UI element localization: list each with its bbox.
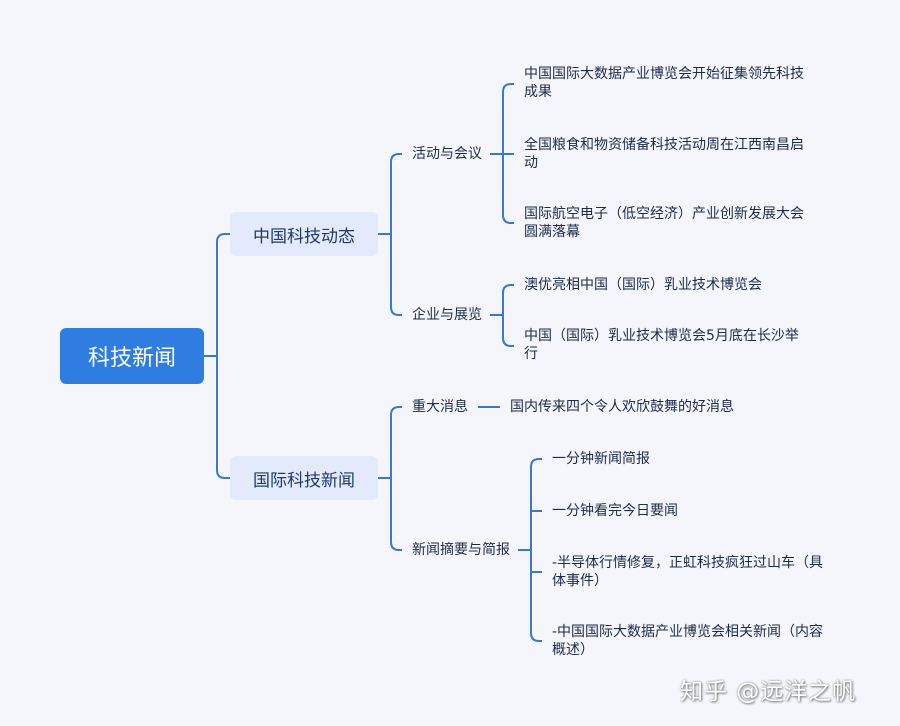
sub-activities-meetings[interactable]: 活动与会议: [412, 146, 482, 162]
sub-major-news[interactable]: 重大消息: [412, 399, 468, 415]
leaf-node[interactable]: 一分钟新闻简报: [552, 451, 650, 467]
branch-china-tech[interactable]: 中国科技动态: [230, 212, 378, 256]
connector-line: [216, 233, 230, 479]
connector-line: [502, 284, 514, 347]
connector-line: [390, 406, 402, 551]
leaf-node[interactable]: 国际航空电子（低空经济）产业创新发展大会圆满落幕: [524, 206, 804, 240]
root-node[interactable]: 科技新闻: [60, 328, 204, 384]
leaf-node[interactable]: 一分钟看完今日要闻: [552, 503, 678, 519]
leaf-node[interactable]: -半导体行情修复，正虹科技疯狂过山车（具体事件）: [552, 555, 824, 589]
watermark: 知乎 @远洋之帆: [680, 679, 857, 705]
sub-enterprise-exhibitions[interactable]: 企业与展览: [412, 307, 482, 323]
branch-intl-tech[interactable]: 国际科技新闻: [230, 456, 378, 500]
leaf-node[interactable]: 全国粮食和物资储备科技活动周在江西南昌启动: [524, 137, 804, 171]
leaf-node[interactable]: 中国（国际）乳业技术博览会5月底在长沙举行: [524, 328, 799, 362]
leaf-node[interactable]: 中国国际大数据产业博览会开始征集领先科技成果: [524, 66, 804, 100]
leaf-node[interactable]: -中国国际大数据产业博览会相关新闻（内容概述）: [552, 624, 824, 658]
leaf-node[interactable]: 国内传来四个令人欢欣鼓舞的好消息: [510, 399, 734, 415]
connector-line: [530, 458, 542, 642]
leaf-node[interactable]: 澳优亮相中国（国际）乳业技术博览会: [524, 277, 762, 293]
connector-line: [390, 153, 402, 316]
sub-news-briefs[interactable]: 新闻摘要与简报: [412, 542, 510, 558]
